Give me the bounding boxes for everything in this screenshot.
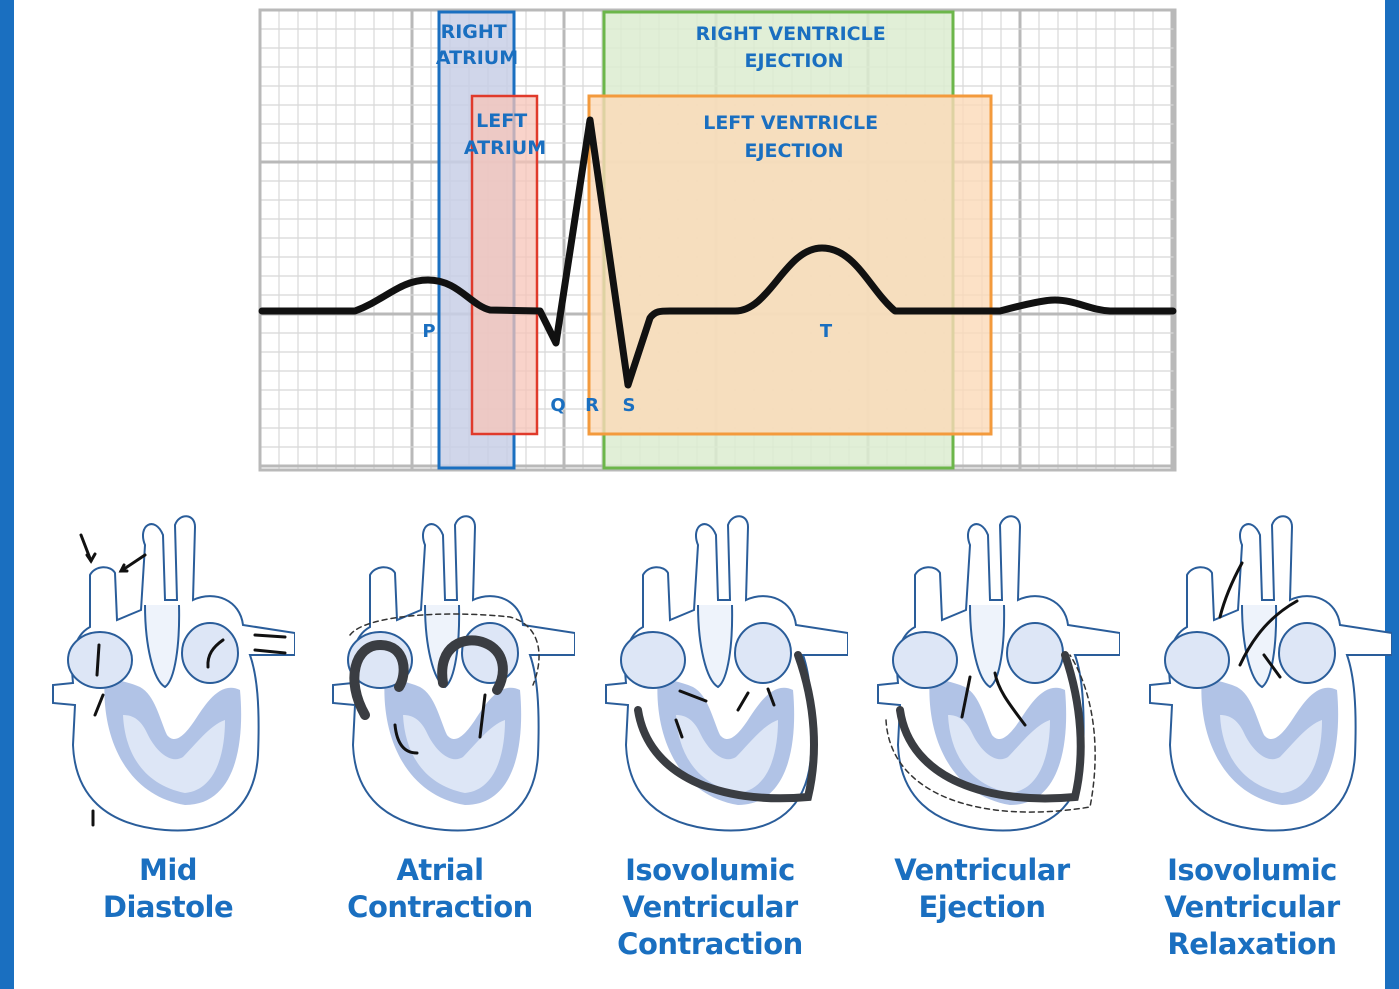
heart-ventricular-ejection-illustration [870, 505, 1120, 835]
heart-mid-diastole-illustration [45, 505, 295, 835]
s-wave-label: S [623, 395, 636, 416]
t-wave-label: T [820, 321, 833, 342]
p-wave-label: P [422, 321, 435, 342]
heart-isovolumic-ventricular-relaxation-illustration [1142, 505, 1392, 835]
r-wave-label: R [585, 395, 599, 416]
heart-atrial-contraction-illustration [325, 505, 575, 835]
q-wave-label: Q [550, 395, 565, 416]
heart-isovolumic-ventricular-contraction-illustration [598, 505, 848, 835]
ecg-diagram: RIGHT ATRIUM LEFT ATRIUM RIGHT VENTRICLE… [0, 0, 1399, 480]
